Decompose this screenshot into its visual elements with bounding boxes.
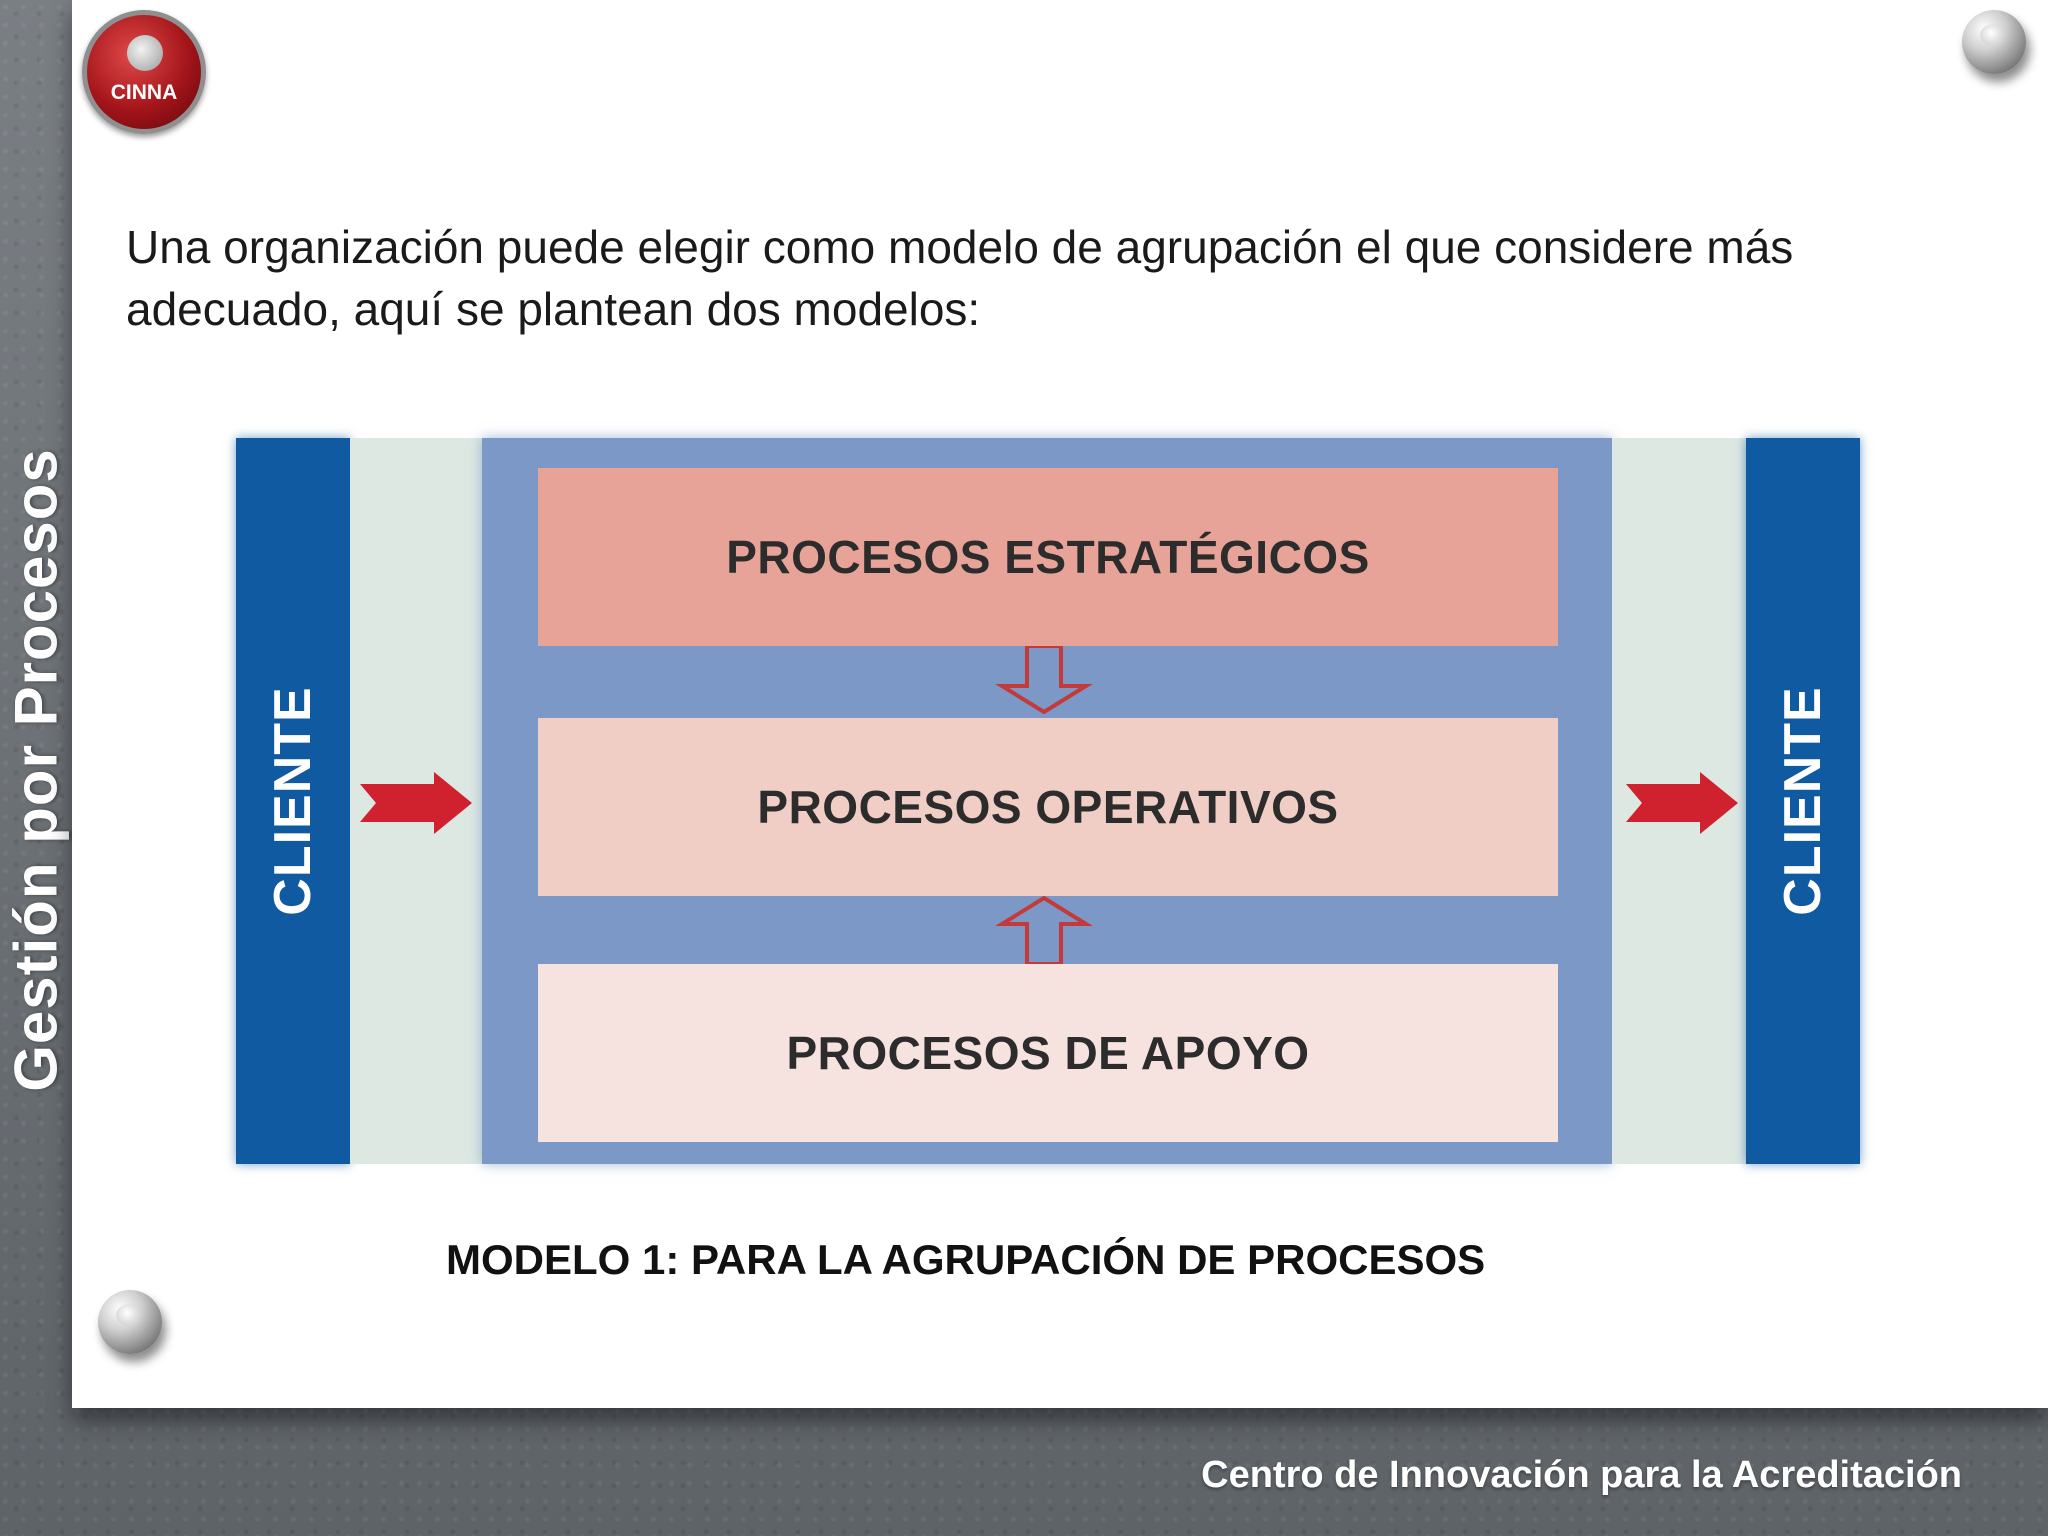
arrow-right-icon [1626, 772, 1738, 834]
arrow-up-icon [994, 896, 1094, 964]
support-processes-box: PROCESOS DE APOYO [538, 964, 1558, 1142]
footer-organization: Centro de Innovación para la Acreditació… [1201, 1454, 1962, 1496]
logo-text: CINNA [110, 81, 178, 104]
pushpin-icon [1962, 10, 2026, 74]
client-label-right: CLIENTE [1774, 686, 1832, 916]
client-bar-right: CLIENTE [1746, 438, 1860, 1164]
client-label-left: CLIENTE [264, 686, 322, 916]
section-title-text: Gestión por Procesos [2, 448, 70, 1092]
intro-paragraph: Una organización puede elegir como model… [126, 221, 1794, 335]
client-bar-left: CLIENTE [236, 438, 350, 1164]
arrow-down-icon [994, 646, 1094, 714]
arrow-right-icon [360, 772, 472, 834]
vertical-section-title: Gestión por Procesos [0, 0, 72, 1400]
model-caption: MODELO 1: PARA LA AGRUPACIÓN DE PROCESOS [446, 1236, 1486, 1283]
strategic-processes-box: PROCESOS ESTRATÉGICOS [538, 468, 1558, 646]
cinna-logo: CINNA [82, 10, 206, 134]
globe-icon [127, 35, 163, 71]
operative-processes-box: PROCESOS OPERATIVOS [538, 718, 1558, 896]
process-core: PROCESOS ESTRATÉGICOS PROCESOS OPERATIVO… [482, 438, 1612, 1164]
process-map-diagram: CLIENTE PROCESOS ESTRATÉGICOS PROCESOS O… [232, 432, 1866, 1172]
pushpin-icon [98, 1290, 162, 1354]
